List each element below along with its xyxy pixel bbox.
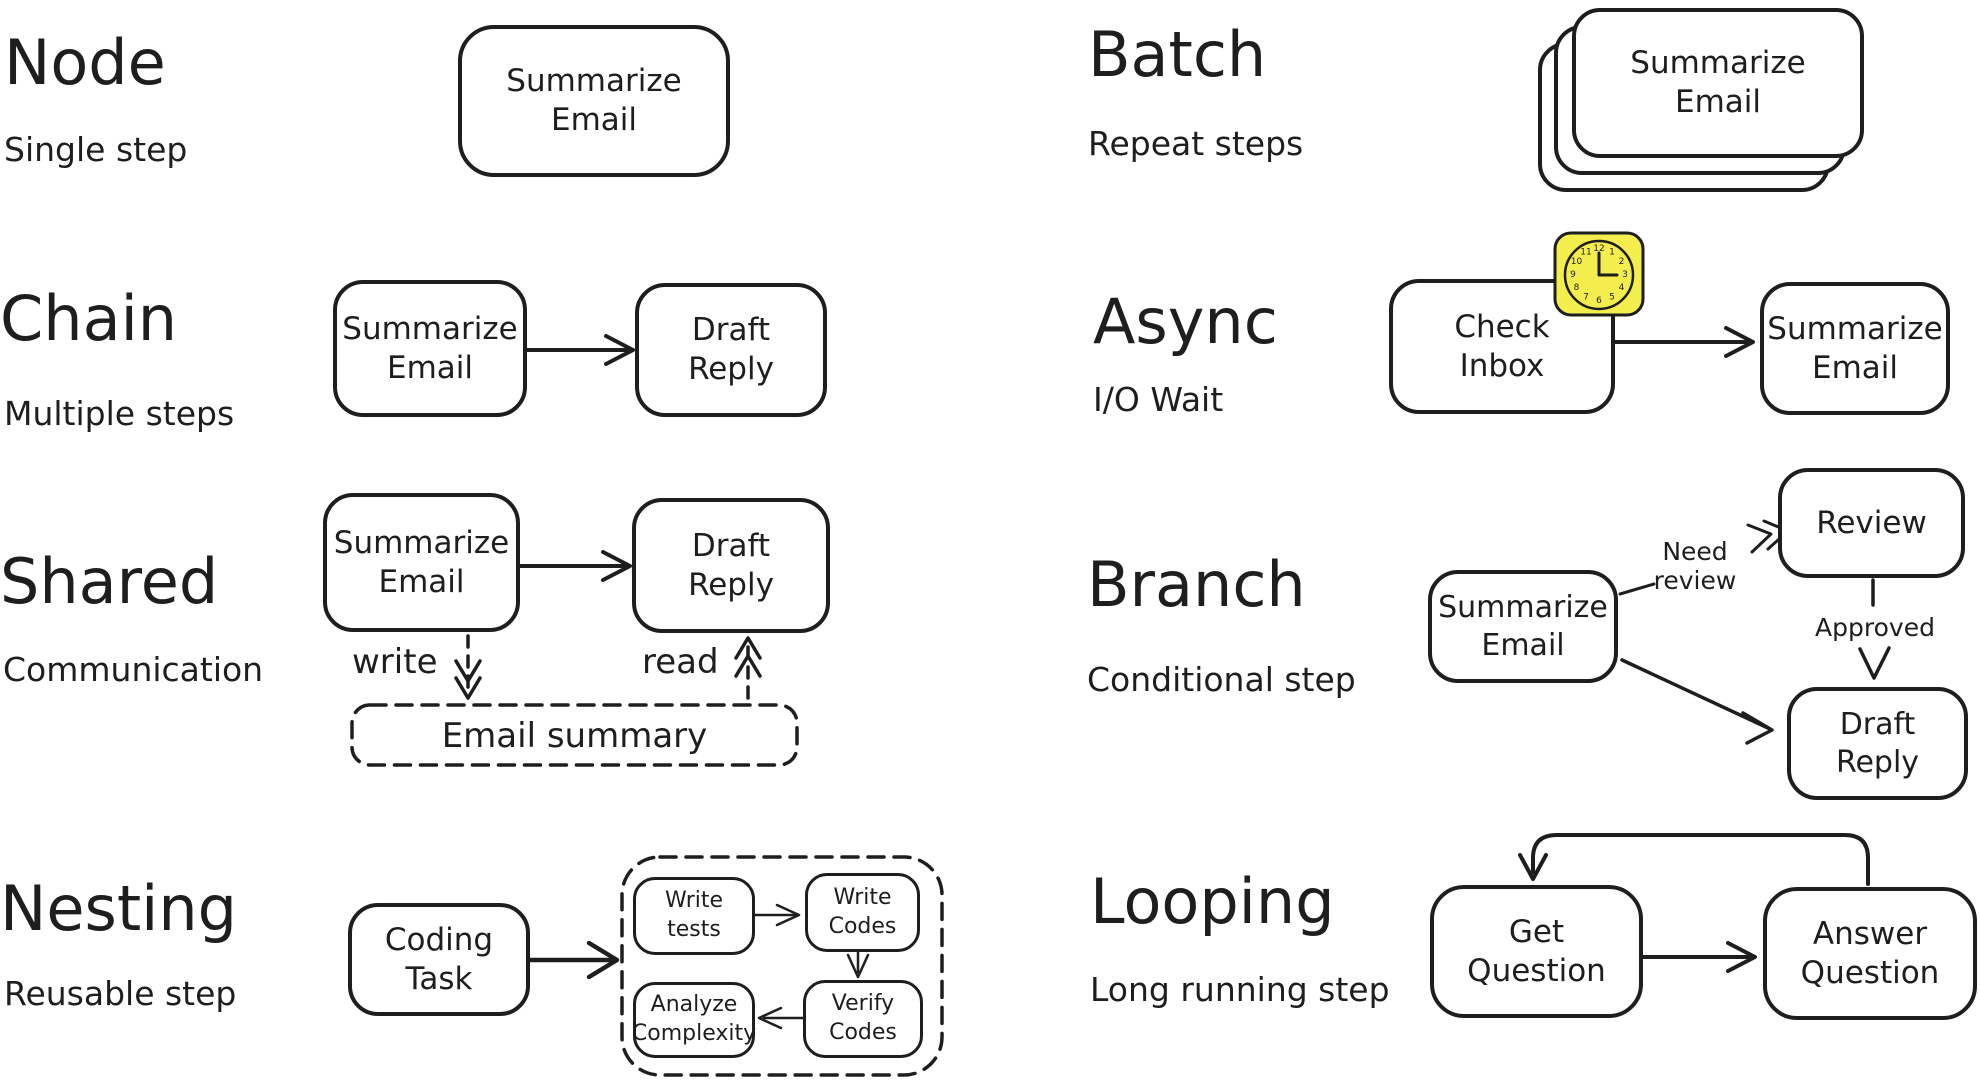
svg-text:2: 2 — [1619, 257, 1625, 267]
svg-text:1: 1 — [1609, 248, 1615, 258]
async-section-subtitle: I/O Wait — [1093, 380, 1224, 419]
svg-text:12: 12 — [1593, 244, 1604, 254]
branch-section-title: Branch — [1087, 548, 1306, 621]
batch-box-summarize-email: Summarize Email — [1572, 8, 1864, 158]
batch-section-subtitle: Repeat steps — [1088, 124, 1304, 163]
branch-section-subtitle: Conditional step — [1087, 660, 1356, 699]
looping-box-answer-question: Answer Question — [1763, 887, 1977, 1020]
shared-write-arrow — [454, 634, 482, 700]
shared-section-subtitle: Communication — [3, 650, 264, 689]
svg-text:8: 8 — [1574, 283, 1580, 293]
nesting-box-coding-task: Coding Task — [348, 903, 530, 1016]
looping-box-get-question: Get Question — [1430, 885, 1643, 1018]
nesting-box-verify-codes: Verify Codes — [803, 980, 923, 1058]
nesting-box-write-tests: Write tests — [633, 877, 755, 955]
svg-text:9: 9 — [1570, 270, 1576, 280]
branch-box-draft-reply: Draft Reply — [1787, 687, 1968, 800]
svg-text:6: 6 — [1596, 296, 1602, 306]
shared-read-label: read — [642, 642, 719, 682]
shared-write-label: write — [352, 642, 438, 682]
looping-section-title: Looping — [1090, 865, 1335, 938]
nesting-section-subtitle: Reusable step — [4, 974, 237, 1013]
shared-main-arrow — [518, 550, 632, 582]
nesting-inner-arrows — [753, 903, 870, 1030]
chain-box-summarize-email: Summarize Email — [333, 280, 527, 417]
looping-section-subtitle: Long running step — [1090, 970, 1390, 1009]
async-section-title: Async — [1093, 285, 1278, 358]
svg-text:4: 4 — [1619, 283, 1625, 293]
branch-approved-label: Approved — [1815, 613, 1935, 642]
shared-read-arrow — [734, 636, 762, 700]
shared-store-outline — [350, 703, 799, 767]
shared-box-summarize-email: Summarize Email — [323, 493, 520, 632]
chain-arrow — [525, 334, 635, 366]
branch-need-review-label: Need review — [1653, 537, 1737, 595]
batch-section-title: Batch — [1088, 18, 1267, 91]
shared-store-email-summary: Email summary — [441, 716, 708, 756]
async-arrow — [1613, 326, 1755, 358]
branch-box-summarize-email: Summarize Email — [1428, 570, 1618, 683]
node-section-title: Node — [4, 26, 166, 99]
branch-box-review: Review — [1778, 468, 1965, 578]
svg-text:5: 5 — [1609, 293, 1615, 303]
shared-section-title: Shared — [0, 545, 219, 618]
nesting-section-title: Nesting — [0, 872, 238, 945]
nesting-box-write-codes: Write Codes — [805, 873, 920, 952]
branch-direct-arrow — [1620, 658, 1774, 745]
looping-forward-arrow — [1641, 941, 1757, 973]
nesting-container-outline — [620, 855, 944, 1077]
svg-text:10: 10 — [1571, 257, 1583, 267]
chain-section-subtitle: Multiple steps — [4, 394, 235, 433]
svg-text:3: 3 — [1622, 270, 1628, 280]
chain-box-draft-reply: Draft Reply — [635, 283, 827, 417]
node-section-subtitle: Single step — [4, 130, 188, 169]
shared-box-draft-reply: Draft Reply — [632, 498, 830, 633]
looping-loopback-arrow — [1518, 833, 1870, 886]
nesting-box-analyze-complexity: Analyze Complexity — [632, 982, 756, 1058]
svg-text:7: 7 — [1583, 293, 1589, 303]
node-box-summarize-email: Summarize Email — [458, 25, 730, 177]
clock-icon: 1 2 3 4 5 6 7 8 9 10 11 12 — [1553, 231, 1645, 317]
nesting-main-arrow — [527, 940, 620, 980]
svg-text:11: 11 — [1580, 248, 1591, 258]
branch-approved-arrow — [1858, 578, 1891, 680]
chain-section-title: Chain — [0, 282, 178, 355]
async-box-summarize-email: Summarize Email — [1760, 282, 1950, 415]
